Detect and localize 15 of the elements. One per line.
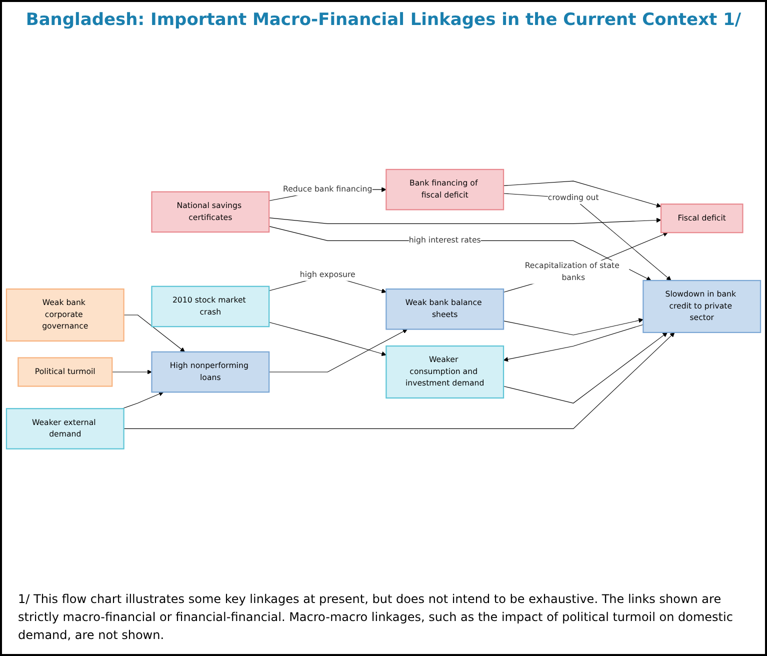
arrow [122,391,164,409]
arrow [503,318,644,336]
arrow [268,217,662,224]
caption: 1/ This flow chart illustrates some key linkages at present, but does not intend to be exhaustive. The links shown are strictly macro-financial or financial-financial. Macro-macro linkages, such as the impact of political turmoil on domestic demand, are not shown. [17,591,734,644]
arrow [268,328,408,372]
arrow [503,180,662,208]
arrow [503,324,644,362]
arrow [268,322,386,356]
arrow [124,314,185,352]
arrow [503,332,668,404]
arrow [268,226,652,281]
arrow [503,232,668,292]
arrow [112,369,152,374]
arrow [124,332,675,429]
title: Bangladesh: Important Macro-Financial Linkages in the Current Context 1/ [24,9,742,32]
